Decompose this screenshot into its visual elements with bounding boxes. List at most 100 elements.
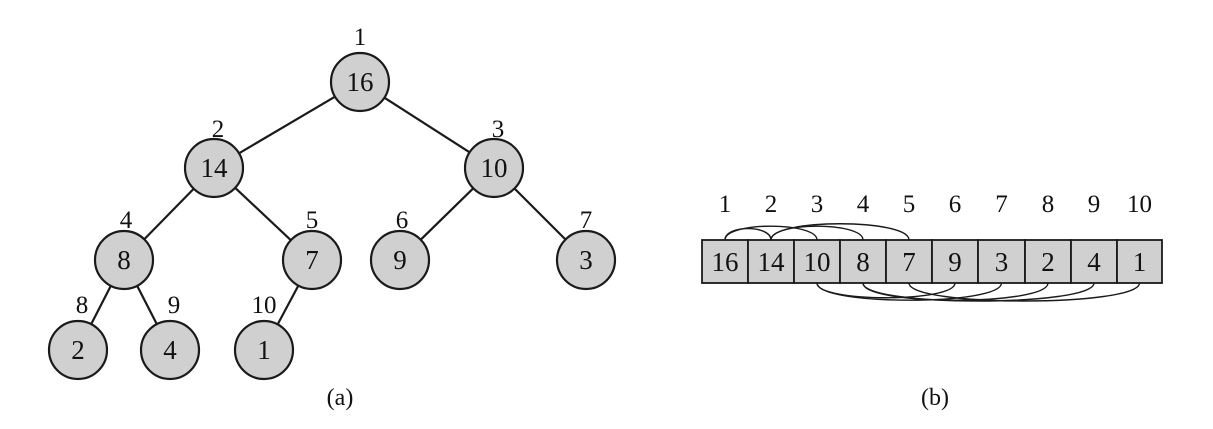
- tree-node: 49: [139, 292, 201, 381]
- cell-value: 8: [856, 247, 870, 277]
- node-circle: [463, 137, 525, 199]
- tree-edge: [90, 285, 112, 325]
- cell-value: 4: [1087, 247, 1101, 277]
- array-cell: 49: [1070, 191, 1118, 284]
- node-value: 3: [579, 245, 593, 275]
- array-cell: 16 1: [701, 191, 749, 284]
- tree-node: 75: [281, 207, 343, 291]
- node-value: 1: [257, 335, 271, 365]
- cell-value: 2: [1041, 247, 1055, 277]
- array-cell: 84: [839, 191, 887, 284]
- node-index: 6: [396, 207, 409, 234]
- array-arcs-bottom: [816, 282, 1141, 302]
- parent-child-arc: [862, 282, 1095, 302]
- node-index: 1: [354, 24, 367, 51]
- tree-edge: [238, 95, 336, 155]
- tree-node: 84: [93, 207, 155, 291]
- cell-value: 10: [804, 247, 831, 277]
- cell-value: 14: [758, 247, 786, 277]
- node-index: 4: [120, 207, 133, 234]
- node-circle: [233, 319, 295, 381]
- tree-edges: [90, 95, 567, 325]
- node-index: 8: [76, 292, 89, 319]
- tree-node: 103: [463, 116, 525, 199]
- array-cell: 37: [977, 191, 1026, 284]
- array-cell: 10 3: [793, 191, 841, 284]
- parent-child-arc: [816, 282, 1003, 301]
- array-index: 3: [811, 191, 824, 218]
- cell-value: 7: [902, 247, 916, 277]
- tree-node: 142: [183, 116, 245, 199]
- cell-value: 1: [1133, 247, 1147, 277]
- tree-node: 16 1: [329, 24, 391, 113]
- node-value: 14: [201, 153, 229, 183]
- parent-child-arc: [724, 225, 818, 241]
- tree-edge: [513, 187, 567, 241]
- array-index: 1: [719, 191, 732, 218]
- cell-box: [977, 239, 1026, 284]
- node-index: 5: [306, 207, 319, 234]
- array-arcs-top: [724, 223, 910, 241]
- parent-child-arc: [724, 228, 772, 241]
- node-value: 9: [393, 245, 407, 275]
- node-circle: [555, 229, 617, 291]
- node-value: 7: [305, 245, 319, 275]
- tree-edge: [143, 187, 195, 241]
- array-index: 5: [903, 191, 916, 218]
- tree-node: 1 10: [233, 292, 295, 381]
- cell-box: [1024, 239, 1072, 284]
- tree-node: 96: [369, 207, 431, 291]
- node-value: 8: [117, 245, 131, 275]
- node-value: 2: [71, 335, 85, 365]
- tree-node: 37: [555, 207, 617, 291]
- node-circle: [139, 319, 201, 381]
- cell-box: [885, 239, 933, 284]
- array-cell: 14 2: [747, 191, 795, 284]
- tree-edge: [383, 96, 471, 154]
- parent-child-arc: [908, 282, 1141, 302]
- node-index: 10: [252, 292, 277, 319]
- cell-value: 9: [948, 247, 962, 277]
- node-circle: [47, 319, 109, 381]
- node-index: 9: [168, 292, 181, 319]
- tree-edge: [419, 187, 475, 241]
- node-circle: [281, 229, 343, 291]
- node-circle: [329, 51, 391, 113]
- cell-box: [839, 239, 887, 284]
- array-index: 9: [1088, 191, 1101, 218]
- cell-box: [793, 239, 841, 284]
- caption-a: (a): [327, 385, 354, 411]
- array-index: 10: [1127, 191, 1152, 218]
- cell-value: 16: [712, 247, 739, 277]
- tree-edge: [276, 285, 300, 325]
- array-cell: 1 10: [1116, 191, 1163, 284]
- node-value: 10: [481, 153, 508, 183]
- array-index: 7: [995, 191, 1008, 218]
- array-index: 8: [1042, 191, 1055, 218]
- cell-box: [701, 239, 749, 284]
- array-index: 6: [949, 191, 962, 218]
- node-value: 4: [163, 335, 177, 365]
- array-index: 2: [765, 191, 778, 218]
- node-index: 7: [580, 207, 593, 234]
- node-circle: [93, 229, 155, 291]
- tree-edge: [136, 285, 158, 325]
- node-index: 3: [492, 116, 505, 143]
- array-cell: 75: [885, 191, 933, 284]
- array-index: 4: [857, 191, 870, 218]
- caption-b: (b): [921, 385, 949, 411]
- node-value: 16: [347, 67, 374, 97]
- parent-child-arc: [770, 223, 910, 241]
- node-circle: [183, 137, 245, 199]
- array-cell: 96: [931, 191, 979, 284]
- node-index: 2: [212, 116, 225, 143]
- cell-value: 3: [995, 247, 1009, 277]
- array-cell: 28: [1024, 191, 1072, 284]
- cell-box: [1116, 239, 1163, 284]
- tree-edge: [234, 187, 292, 241]
- node-circle: [369, 229, 431, 291]
- tree-node: 28: [47, 292, 109, 381]
